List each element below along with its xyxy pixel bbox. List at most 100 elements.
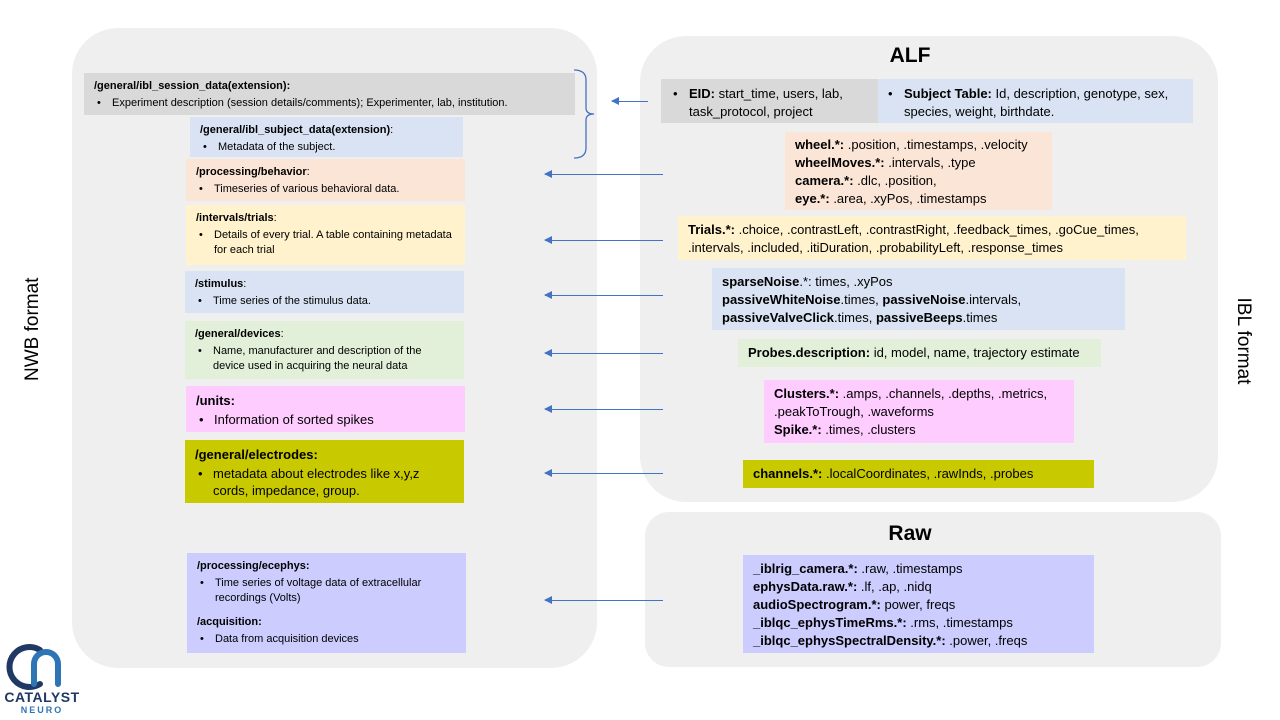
nwb-devices-colon: : bbox=[280, 328, 284, 340]
raw-camera-label: _iblrig_camera.*: bbox=[753, 561, 858, 576]
alf-wheelmoves-label: wheelMoves.*: bbox=[795, 155, 885, 170]
alf-trials-text: .choice, .contrastLeft, .contrastRight, … bbox=[688, 222, 1139, 255]
nwb-subject-title: /general/ibl_subject_data(extension) bbox=[200, 124, 391, 136]
alf-clusters-box: Clusters.*: .amps, .channels, .depths, .… bbox=[764, 380, 1074, 443]
alf-sparse-noise-label: sparseNoise bbox=[722, 274, 800, 289]
alf-eid-label: EID: bbox=[689, 86, 715, 101]
nwb-session-box: /general/ibl_session_data(extension): Ex… bbox=[84, 73, 575, 115]
arrow-units bbox=[544, 405, 663, 413]
alf-camera-text: .dlc, .position, bbox=[853, 173, 937, 188]
raw-audio-label: audioSpectrogram.*: bbox=[753, 597, 881, 612]
nwb-subject-colon: : bbox=[390, 124, 394, 136]
alf-channels-text: .localCoordinates, .rawInds, .probes bbox=[822, 466, 1034, 481]
arrow-electrodes bbox=[544, 469, 663, 477]
alf-eid-text: start_time, users, lab, task_protocol, p… bbox=[689, 86, 843, 119]
alf-probes-label: Probes.description: bbox=[748, 345, 871, 360]
nwb-behavior-colon: : bbox=[306, 166, 310, 178]
nwb-stimulus-title: /stimulus bbox=[195, 278, 244, 290]
alf-wheel-label: wheel.*: bbox=[795, 137, 845, 152]
alf-wheel-box: wheel.*: .position, .timestamps, .veloci… bbox=[785, 132, 1052, 210]
arrow-behavior bbox=[544, 170, 663, 178]
nwb-trials-item: Details of every trial. A table containi… bbox=[196, 228, 455, 258]
nwb-subject-item: Metadata of the subject. bbox=[200, 140, 453, 155]
raw-rms-label: _iblqc_ephysTimeRms.*: bbox=[753, 615, 907, 630]
raw-ephys-label: ephysData.raw.*: bbox=[753, 579, 858, 594]
nwb-acquisition-title: /acquisition: bbox=[197, 616, 262, 628]
nwb-session-item: Experiment description (session details/… bbox=[94, 96, 565, 111]
alf-sparse-noise-text: .*: times, .xyPos bbox=[799, 274, 893, 289]
catalyst-neuro-logo-icon bbox=[6, 644, 61, 690]
alf-beeps-label: passiveBeeps bbox=[875, 310, 963, 325]
nwb-behavior-item: Timeseries of various behavioral data. bbox=[196, 182, 455, 197]
nwb-units-item: Information of sorted spikes bbox=[196, 411, 455, 428]
nwb-units-title: /units: bbox=[196, 393, 235, 408]
alf-clusters-text: .amps, .channels, .depths, .metrics, .pe… bbox=[774, 386, 1048, 419]
arrow-session bbox=[611, 97, 648, 105]
raw-spectral-text: .power, .freqs bbox=[945, 633, 1028, 648]
nwb-devices-title: /general/devices bbox=[195, 328, 281, 340]
nwb-behavior-title: /processing/behavior bbox=[196, 166, 307, 178]
alf-title: ALF bbox=[889, 44, 931, 67]
alf-valve-click-text: .times, bbox=[834, 310, 876, 325]
nwb-trials-title: /intervals/trials bbox=[196, 212, 274, 224]
alf-camera-label: camera.*: bbox=[795, 173, 854, 188]
nwb-devices-box: /general/devices: Name, manufacturer and… bbox=[185, 321, 464, 379]
arrow-devices bbox=[544, 349, 663, 357]
alf-wheelmoves-text: .intervals, .type bbox=[884, 155, 976, 170]
alf-wheel-text: .position, .timestamps, .velocity bbox=[844, 137, 1028, 152]
alf-eye-text: .area, .xyPos, .timestamps bbox=[829, 191, 987, 206]
nwb-stimulus-box: /stimulus: Time series of the stimulus d… bbox=[185, 271, 464, 313]
logo-subname: NEURO bbox=[20, 705, 64, 715]
nwb-trials-box: /intervals/trials: Details of every tria… bbox=[186, 205, 465, 265]
nwb-subject-box: /general/ibl_subject_data(extension): Me… bbox=[190, 117, 463, 157]
alf-eye-label: eye.*: bbox=[795, 191, 830, 206]
alf-clusters-label: Clusters.*: bbox=[774, 386, 840, 401]
alf-channels-box: channels.*: .localCoordinates, .rawInds,… bbox=[743, 460, 1094, 488]
alf-trials-box: Trials.*: .choice, .contrastLeft, .contr… bbox=[678, 216, 1186, 260]
alf-spike-text: .times, .clusters bbox=[821, 422, 916, 437]
logo-name: CATALYST bbox=[4, 689, 80, 705]
nwb-ecephys-title: /processing/ecephys: bbox=[197, 560, 310, 572]
raw-camera-text: .raw, .timestamps bbox=[857, 561, 963, 576]
nwb-stimulus-item: Time series of the stimulus data. bbox=[195, 294, 454, 309]
alf-trials-label: Trials.*: bbox=[688, 222, 735, 237]
raw-spectral-label: _iblqc_ephysSpectralDensity.*: bbox=[753, 633, 946, 648]
nwb-devices-item: Name, manufacturer and description of th… bbox=[195, 344, 454, 374]
arrow-trials bbox=[544, 236, 663, 244]
alf-white-noise-label: passiveWhiteNoise bbox=[722, 292, 841, 307]
alf-stim-box: sparseNoise.*: times, .xyPos passiveWhit… bbox=[712, 268, 1125, 330]
nwb-ecephys-item: Time series of voltage data of extracell… bbox=[197, 576, 456, 606]
arrow-stimulus bbox=[544, 291, 663, 299]
alf-subject-table-text: Id, description, genotype, sex, species,… bbox=[904, 86, 1169, 119]
nwb-behavior-box: /processing/behavior: Timeseries of vari… bbox=[186, 159, 465, 201]
nwb-format-label: NWB format bbox=[22, 277, 43, 381]
raw-rms-text: .rms, .timestamps bbox=[906, 615, 1013, 630]
raw-box: _iblrig_camera.*: .raw, .timestamps ephy… bbox=[743, 555, 1094, 653]
nwb-electrodes-title: /general/electrodes: bbox=[195, 447, 318, 462]
ibl-format-label: IBL format bbox=[1233, 297, 1254, 385]
alf-white-noise-text: .times, bbox=[840, 292, 883, 307]
nwb-ecephys-box: /processing/ecephys: Time series of volt… bbox=[187, 553, 466, 653]
grouping-brace bbox=[573, 69, 595, 159]
alf-eid-box: •EID: start_time, users, lab, task_proto… bbox=[661, 79, 878, 123]
arrow-raw bbox=[544, 596, 663, 604]
nwb-stimulus-colon: : bbox=[243, 278, 247, 290]
raw-title: Raw bbox=[888, 522, 932, 545]
nwb-trials-colon: : bbox=[273, 212, 277, 224]
nwb-units-box: /units: Information of sorted spikes bbox=[186, 386, 465, 432]
alf-subject-table-label: Subject Table: bbox=[904, 86, 992, 101]
nwb-acquisition-item: Data from acquisition devices bbox=[197, 632, 456, 647]
raw-audio-text: power, freqs bbox=[880, 597, 956, 612]
alf-beeps-text: .times bbox=[962, 310, 998, 325]
alf-subject-table-box: •Subject Table: Id, description, genotyp… bbox=[878, 79, 1193, 123]
alf-passive-noise-text: .intervals, bbox=[965, 292, 1022, 307]
alf-valve-click-label: passiveValveClick bbox=[722, 310, 835, 325]
alf-passive-noise-label: passiveNoise bbox=[882, 292, 966, 307]
raw-ephys-text: .lf, .ap, .nidq bbox=[857, 579, 932, 594]
nwb-electrodes-item: metadata about electrodes like x,y,z cor… bbox=[195, 465, 454, 499]
alf-spike-label: Spike.*: bbox=[774, 422, 822, 437]
alf-probes-text: id, model, name, trajectory estimate bbox=[870, 345, 1080, 360]
alf-probes-box: Probes.description: id, model, name, tra… bbox=[738, 339, 1101, 367]
nwb-electrodes-box: /general/electrodes: metadata about elec… bbox=[185, 440, 464, 503]
alf-channels-label: channels.*: bbox=[753, 466, 823, 481]
